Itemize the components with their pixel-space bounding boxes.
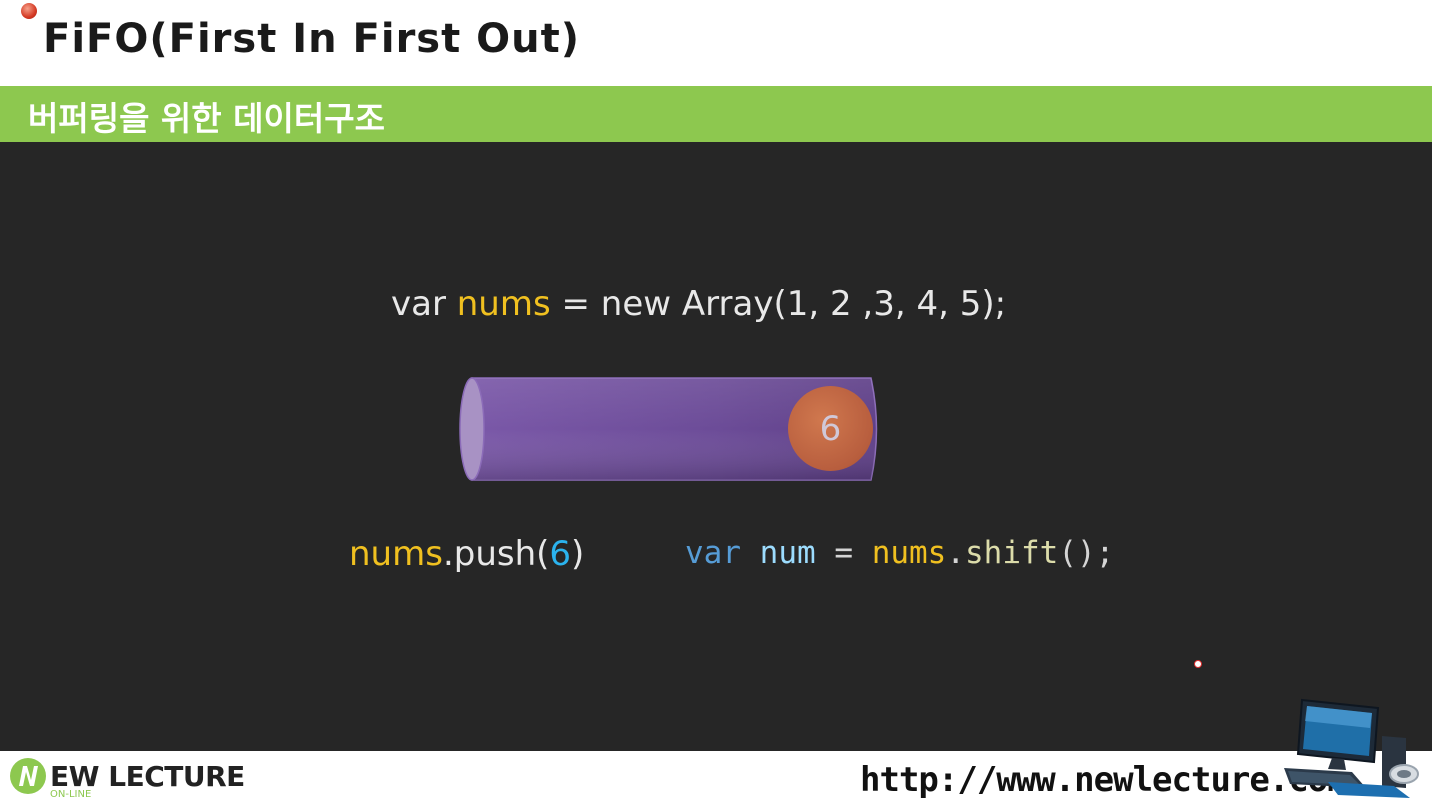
- computer-icon: [1284, 698, 1419, 798]
- title-bar: [0, 0, 1432, 86]
- slide-title: FiFO(First In First Out): [43, 16, 581, 62]
- code-token: num: [759, 535, 816, 571]
- code-array-declaration: var nums = new Array(1, 2 ,3, 4, 5);: [391, 284, 1006, 324]
- logo-tagline: ON-LINE: [50, 789, 92, 800]
- queue-tube-graphic: [459, 377, 878, 481]
- code-token: .push(: [442, 534, 550, 574]
- code-token: nums: [456, 284, 551, 324]
- code-push: nums.push(6): [349, 534, 584, 574]
- code-token: 6: [549, 534, 572, 574]
- code-shift: var num = nums.shift();: [685, 535, 1114, 571]
- footer-bar: [0, 751, 1432, 803]
- subtitle-bar: [0, 86, 1432, 142]
- code-token: ): [571, 534, 585, 574]
- cursor-dot: [1194, 660, 1202, 668]
- code-token: nums: [349, 534, 443, 574]
- code-token: var: [391, 284, 457, 324]
- footer-url: http://www.newlecture.com: [860, 760, 1348, 800]
- ball-value: 6: [819, 408, 842, 449]
- code-token: = new Array(1, 2 ,3, 4, 5);: [550, 284, 1007, 324]
- code-token: =: [834, 535, 854, 571]
- logo-n-icon: [10, 758, 46, 794]
- bullet-icon: [21, 3, 37, 19]
- queue-ball: 6: [788, 386, 873, 471]
- logo-wordmark: EW LECTURE: [50, 760, 245, 793]
- code-token: ();: [1058, 535, 1115, 571]
- slide-subtitle: 버퍼링을 위한 데이터구조: [28, 99, 385, 138]
- code-token: var: [685, 535, 741, 571]
- code-token: nums: [871, 535, 947, 571]
- code-token: shift: [965, 535, 1059, 571]
- code-token: .: [946, 535, 966, 571]
